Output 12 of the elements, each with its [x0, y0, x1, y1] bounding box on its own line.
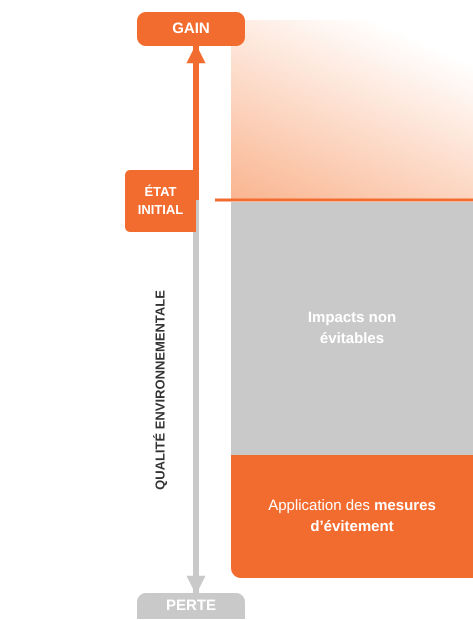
arrow [186, 44, 206, 200]
arrow [186, 200, 206, 595]
avoidance-measures-block [231, 455, 473, 578]
initial-state-tag [125, 170, 196, 232]
loss-tag [137, 593, 245, 619]
axis-label: QUALITÉ ENVIRONNEMENTALE [152, 290, 168, 490]
gain-tag [137, 12, 245, 46]
unavoidable-impacts-block [231, 202, 473, 455]
gain-zone-band [231, 20, 473, 200]
block-text: Application des mesures d’évitement [267, 496, 437, 536]
block-text: ÉTAT INITIAL [136, 183, 184, 219]
block-text: GAIN [172, 18, 210, 39]
